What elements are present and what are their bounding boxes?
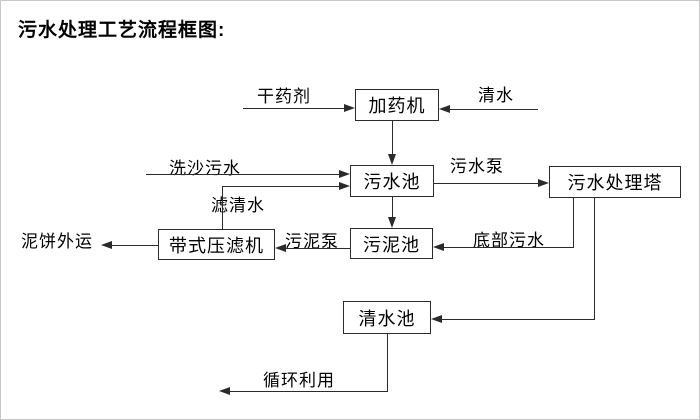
line-filtered-water-vertical — [222, 186, 223, 229]
flow-label-sludge-pump: 污泥泵 — [285, 232, 339, 251]
node-label: 污水处理塔 — [567, 173, 663, 193]
page-title: 污水处理工艺流程框图: — [18, 20, 226, 41]
line-dry-chemical — [243, 108, 346, 109]
flow-label-mud-cake-outbound: 泥饼外运 — [21, 232, 93, 251]
arrowhead-right-icon — [339, 170, 350, 178]
node-label: 污泥池 — [363, 234, 420, 255]
arrowhead-right-icon — [538, 179, 549, 187]
arrowhead-down-icon — [388, 154, 396, 165]
line-mud-cake-outbound — [111, 245, 158, 246]
arrowhead-down-icon — [388, 217, 396, 228]
line-filtered-water-horizontal — [222, 186, 340, 187]
line-recycling-horizontal — [229, 391, 388, 392]
line-sludge-pump — [285, 248, 350, 249]
node-dosing-machine: 加药机 — [355, 89, 439, 121]
line-tower-to-clean-pool-vertical — [594, 198, 595, 320]
node-label: 加药机 — [368, 96, 426, 116]
node-label: 污水池 — [363, 172, 421, 192]
flow-label-sand-washing-sewage: 洗沙污水 — [169, 159, 241, 178]
node-treatment-tower: 污水处理塔 — [549, 166, 681, 198]
arrowhead-right-icon — [339, 182, 350, 190]
arrowhead-left-icon — [219, 387, 230, 395]
line-clean-water — [448, 109, 538, 110]
flow-label-bottom-sewage: 底部污水 — [473, 231, 545, 250]
node-label: 带式压滤机 — [169, 235, 264, 256]
arrowhead-left-icon — [275, 244, 286, 252]
line-sand-washing-sewage — [146, 174, 340, 175]
line-dosing-to-sewage-pool — [392, 121, 393, 157]
arrowhead-right-icon — [344, 104, 355, 112]
flow-label-recycling: 循环利用 — [263, 371, 335, 390]
line-sewage-pool-to-sludge-pool — [392, 197, 393, 220]
line-tower-to-clean-pool-horizontal — [441, 319, 595, 320]
line-sewage-pump — [434, 183, 539, 184]
line-recycling-vertical — [387, 334, 388, 392]
arrowhead-left-icon — [431, 315, 442, 323]
line-bottom-sewage-vertical — [573, 198, 574, 248]
flow-label-sewage-pump: 污水泵 — [450, 157, 504, 176]
node-label: 清水池 — [358, 308, 416, 329]
node-sewage-pool: 污水池 — [350, 165, 434, 197]
arrowhead-left-icon — [433, 243, 444, 251]
node-belt-filter-press: 带式压滤机 — [158, 229, 275, 260]
node-clean-water-pool: 清水池 — [343, 301, 431, 334]
arrowhead-left-icon — [101, 241, 112, 249]
flow-label-filtered-water: 滤清水 — [211, 196, 265, 215]
flow-label-clean-water: 清水 — [478, 86, 514, 105]
arrowhead-left-icon — [439, 105, 450, 113]
line-bottom-sewage-horizontal — [443, 247, 574, 248]
node-sludge-pool: 污泥池 — [350, 228, 433, 259]
flow-label-dry-chemical: 干药剂 — [257, 87, 311, 106]
